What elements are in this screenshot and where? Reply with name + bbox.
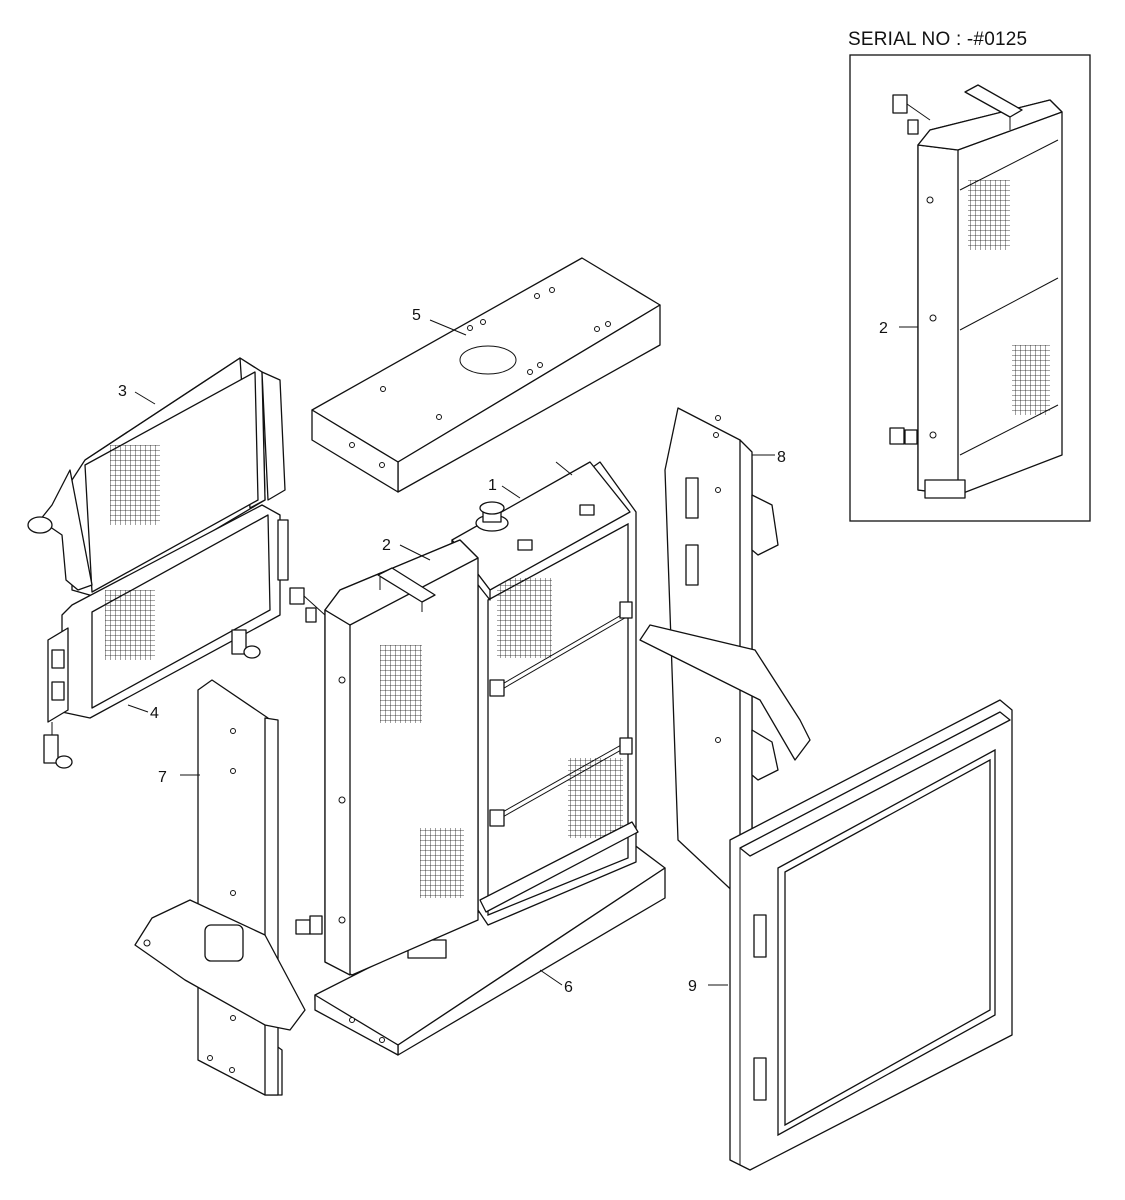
callout-3: 3: [118, 383, 127, 400]
callout-9: 9: [688, 978, 697, 995]
inset-callout-2: 2: [879, 320, 888, 337]
serial-number-label: SERIAL NO : -#0125: [848, 29, 1028, 50]
part-8-right-bracket: [639, 407, 811, 899]
part-3-cooler: [27, 357, 286, 599]
part-9-frame: [729, 699, 1013, 1171]
part-2-radiator: [289, 539, 479, 976]
callout-1: 1: [488, 477, 497, 494]
inset-box: 2: [849, 54, 1091, 522]
callout-2: 2: [382, 537, 391, 554]
callout-5: 5: [412, 307, 421, 324]
part-5-top-cover: [311, 257, 661, 493]
callout-4: 4: [150, 705, 159, 722]
callout-8: 8: [777, 449, 786, 466]
part-7-left-bracket: [134, 679, 306, 1096]
part-4-oil-cooler: [43, 504, 289, 769]
callout-6: 6: [564, 979, 573, 996]
callout-7: 7: [158, 769, 167, 786]
part-1-radiator-frame: [451, 461, 639, 926]
inset-radiator-part-2: [889, 84, 1063, 499]
